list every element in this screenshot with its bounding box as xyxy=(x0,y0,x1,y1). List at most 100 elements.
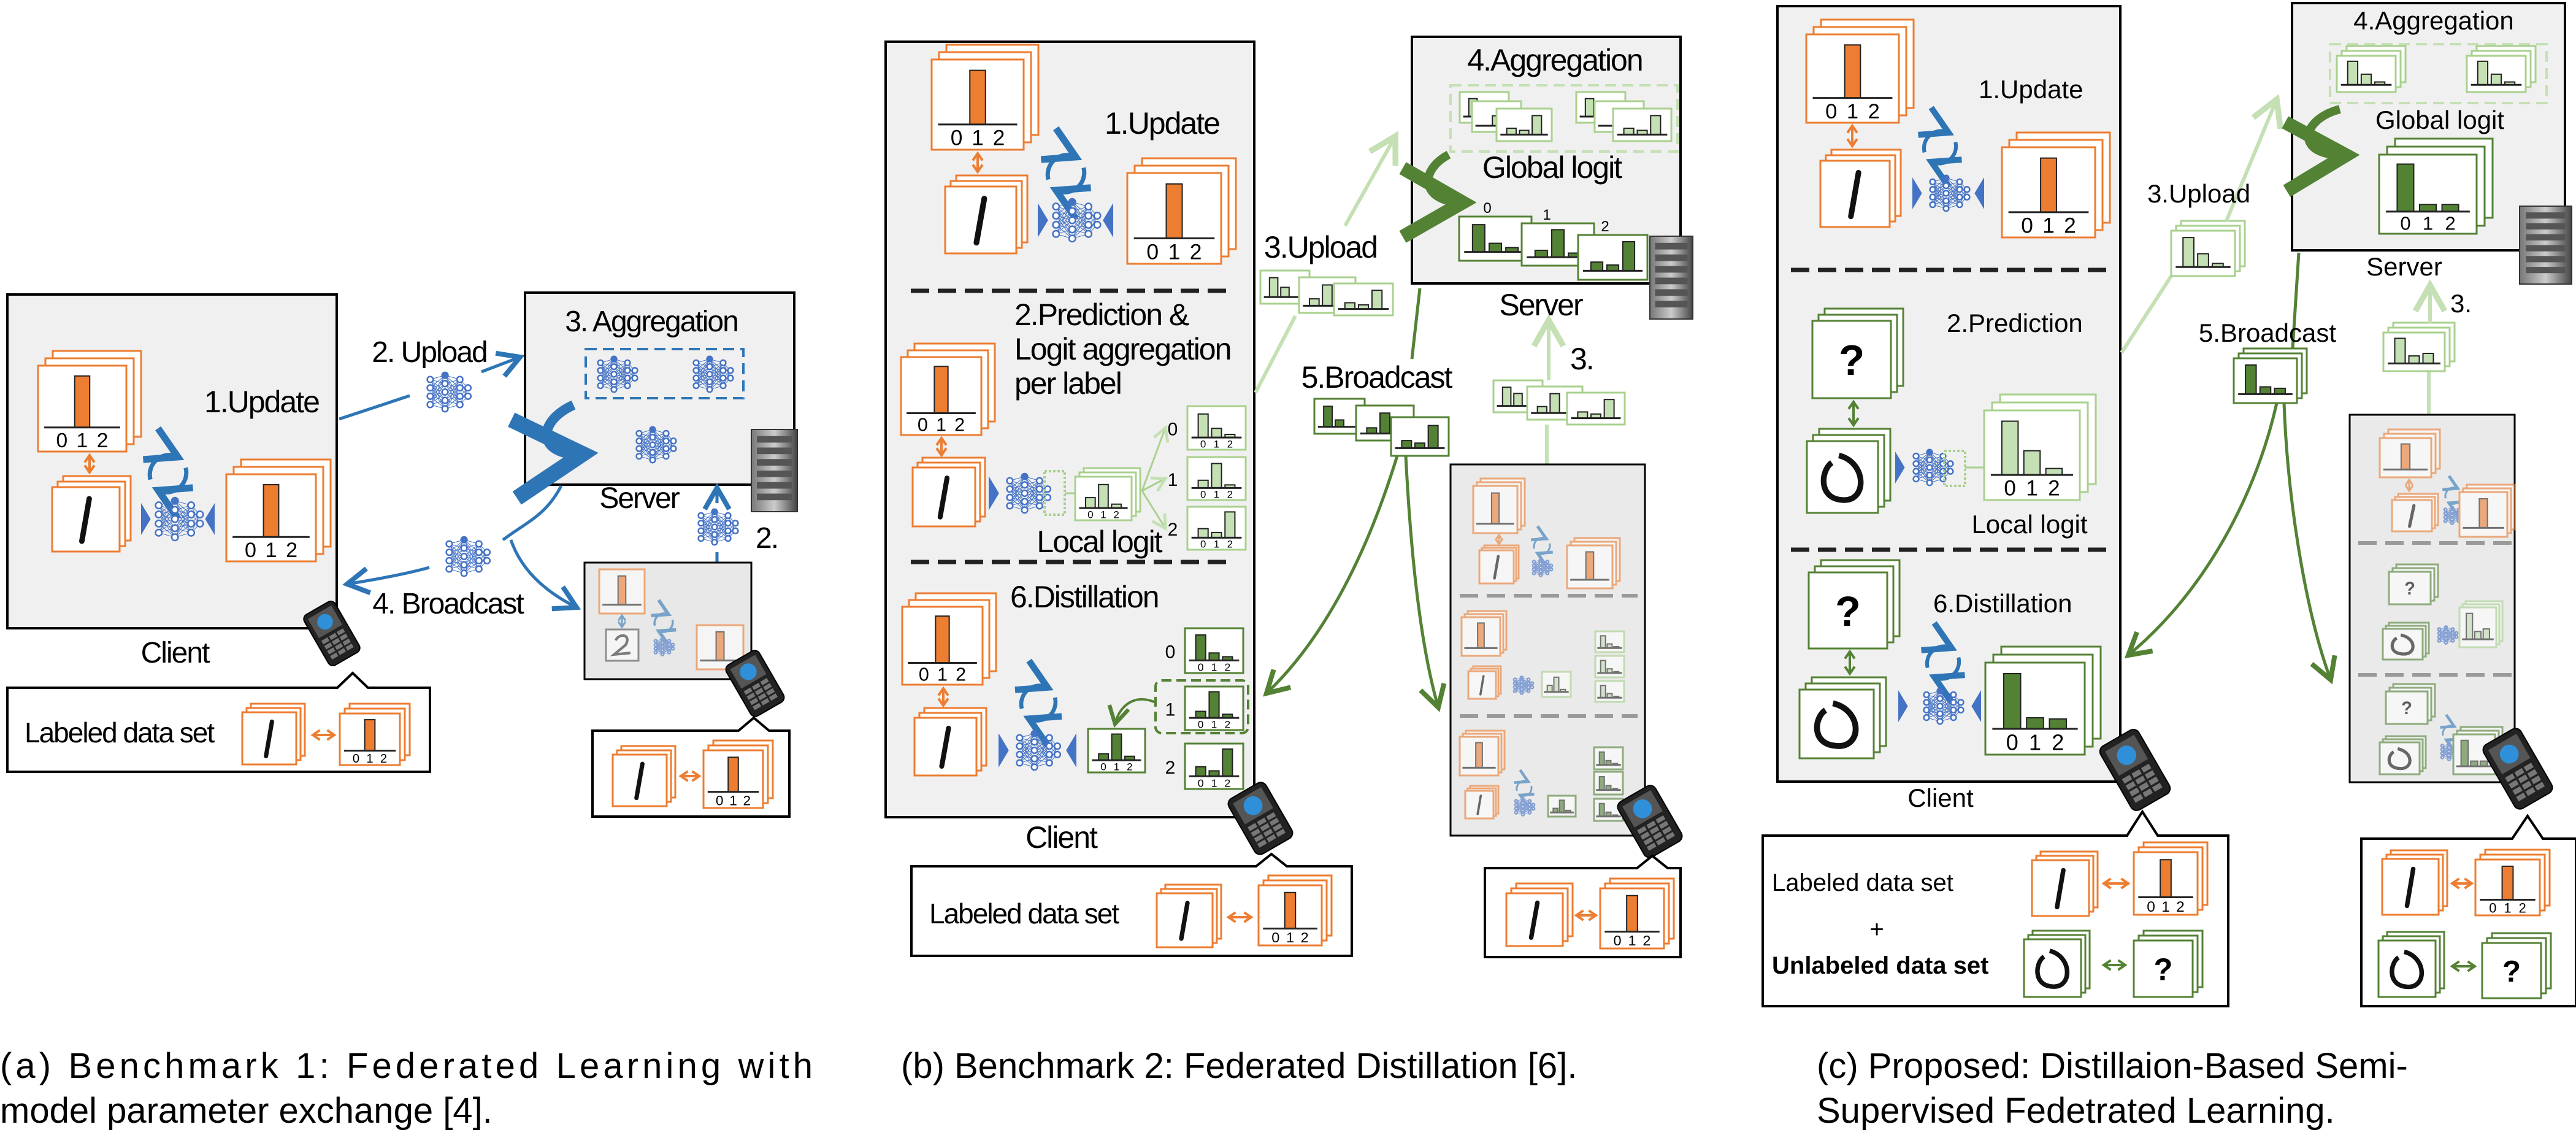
phone-key xyxy=(1652,831,1663,840)
nn-node xyxy=(649,456,656,464)
nn-node xyxy=(1950,691,1957,699)
tick-label: 2 xyxy=(286,539,297,562)
nn-edge xyxy=(700,511,715,531)
nn-node xyxy=(1514,802,1519,807)
digit-two-image xyxy=(610,634,631,656)
digit-zero-image xyxy=(2390,633,2415,656)
nn-node xyxy=(171,524,179,533)
step-prediction-label: 2.Prediction xyxy=(1947,309,2083,337)
nn-node xyxy=(171,506,179,514)
nn-node xyxy=(1043,493,1052,501)
phone-key xyxy=(1251,828,1261,837)
flow-pointer-icon xyxy=(1971,690,1981,722)
phone-key xyxy=(1266,834,1276,842)
nn-node xyxy=(719,382,727,390)
tick-label: 2 xyxy=(2052,730,2064,755)
nn-edge xyxy=(1071,206,1089,239)
nn-edge xyxy=(1024,488,1040,510)
nn-node xyxy=(1093,212,1102,220)
update-cycle-icon xyxy=(1531,525,1553,567)
nn-node xyxy=(1052,212,1060,220)
tick-label: 1 xyxy=(1114,761,1119,772)
nn-edge xyxy=(1932,185,1947,205)
tick-label: 2 xyxy=(1301,929,1309,945)
data-card xyxy=(2388,571,2432,606)
nn-node xyxy=(624,367,631,374)
phone-key xyxy=(1658,820,1669,829)
nn-node xyxy=(649,433,656,441)
data-card xyxy=(1594,630,1625,653)
tick-label: 2 xyxy=(1190,240,1202,264)
question-mark: ? xyxy=(2502,955,2521,988)
double-arrow-icon xyxy=(1574,909,1598,921)
nn-node xyxy=(1950,699,1957,706)
nn-node xyxy=(1527,802,1532,807)
step-3-label: 3. xyxy=(1570,342,1593,376)
nn-node xyxy=(649,448,656,456)
nn-edge xyxy=(174,505,192,529)
nn-edge xyxy=(1024,480,1040,502)
nn-node xyxy=(692,382,700,390)
neural-network-icon xyxy=(692,355,734,393)
phone-key xyxy=(2139,782,2150,791)
tick-label: 1 xyxy=(2423,213,2433,234)
step-update-label: 1.Update xyxy=(1979,75,2083,104)
nn-node xyxy=(475,540,483,548)
globe-icon xyxy=(740,663,757,680)
per-label-index: 1 xyxy=(1165,700,1176,720)
neural-network-icon xyxy=(1006,472,1052,514)
phone-key xyxy=(1662,826,1672,835)
nn-node xyxy=(1021,506,1029,514)
step-3-label: 3. xyxy=(2450,289,2472,318)
phone-key xyxy=(757,693,767,701)
phone-key xyxy=(330,652,339,660)
nn-node xyxy=(1530,681,1535,686)
data-card xyxy=(1984,661,2086,756)
neural-network-icon xyxy=(426,371,472,413)
nn-node xyxy=(1514,810,1519,815)
nn-node xyxy=(697,520,705,527)
nn-edge xyxy=(1071,215,1089,239)
double-arrow-head xyxy=(691,770,702,782)
nn-edge xyxy=(700,511,715,539)
globe-icon xyxy=(2499,744,2519,764)
phone-key xyxy=(1272,823,1282,832)
tick-label: 2 xyxy=(1868,100,1880,123)
digit-one-image xyxy=(939,725,951,769)
nn-edge xyxy=(1071,206,1089,230)
nn-node xyxy=(662,452,670,460)
nn-node xyxy=(662,429,670,437)
logit-bar xyxy=(2482,628,2490,640)
nn-node xyxy=(1950,714,1957,721)
logit-bar xyxy=(1197,479,1209,489)
nn-edge xyxy=(1019,733,1035,763)
logit-bar xyxy=(1513,393,1523,407)
server-label: Server xyxy=(599,482,680,515)
double-arrow-head xyxy=(1494,538,1504,546)
logit-bar xyxy=(727,756,739,793)
nn-node xyxy=(610,386,618,393)
nn-edge xyxy=(1939,694,1954,714)
nn-node xyxy=(653,642,658,647)
nn-node xyxy=(1512,688,1517,693)
logit-bar xyxy=(1534,249,1548,258)
logit-bar xyxy=(2477,60,2489,86)
nn-node xyxy=(1936,710,1944,718)
server-rack-icon xyxy=(751,429,798,512)
nn-node xyxy=(2450,627,2455,632)
logit-bar xyxy=(1427,425,1439,449)
logit-bar xyxy=(1208,652,1220,661)
nn-node xyxy=(732,520,739,527)
logit-bar xyxy=(1590,261,1604,272)
nn-node xyxy=(1538,569,1543,574)
nn-node xyxy=(441,396,449,404)
nn-node xyxy=(1053,750,1062,758)
logit-bar xyxy=(2460,739,2469,767)
phone-key xyxy=(1646,820,1657,829)
upload-arrow xyxy=(2225,94,2283,222)
nn-node xyxy=(1923,691,1930,699)
double-arrow-icon xyxy=(310,729,337,741)
tick-label: 1 xyxy=(1286,929,1294,945)
logit-bar xyxy=(1598,751,1605,766)
